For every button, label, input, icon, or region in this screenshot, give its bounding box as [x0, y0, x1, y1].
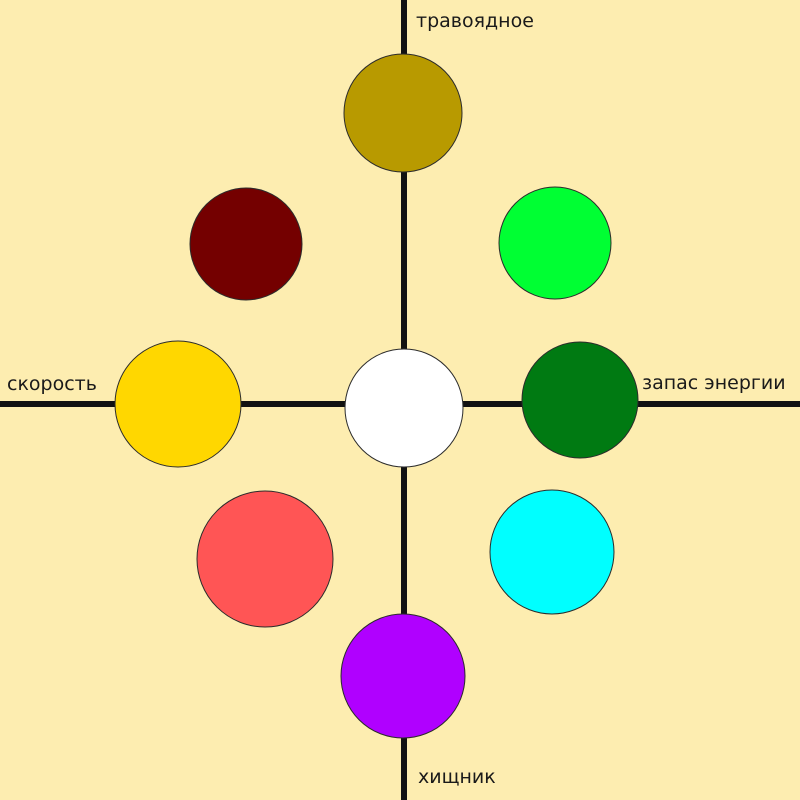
circle-group [114, 53, 639, 739]
circle-top [343, 53, 463, 173]
axis-label-right: запас энергии [642, 372, 786, 394]
circle-top-right [498, 186, 612, 300]
circle-left [114, 340, 242, 468]
circle-top-left [189, 187, 303, 301]
circle-bottom-right [489, 489, 615, 615]
circle-bottom [340, 613, 466, 739]
axis-label-left: скорость [7, 373, 97, 395]
axis-label-top: травоядное [416, 10, 534, 32]
axis-label-bottom: хищник [418, 766, 496, 788]
circle-right [521, 341, 639, 459]
circle-center [344, 348, 464, 468]
circle-bottom-left [196, 490, 334, 628]
